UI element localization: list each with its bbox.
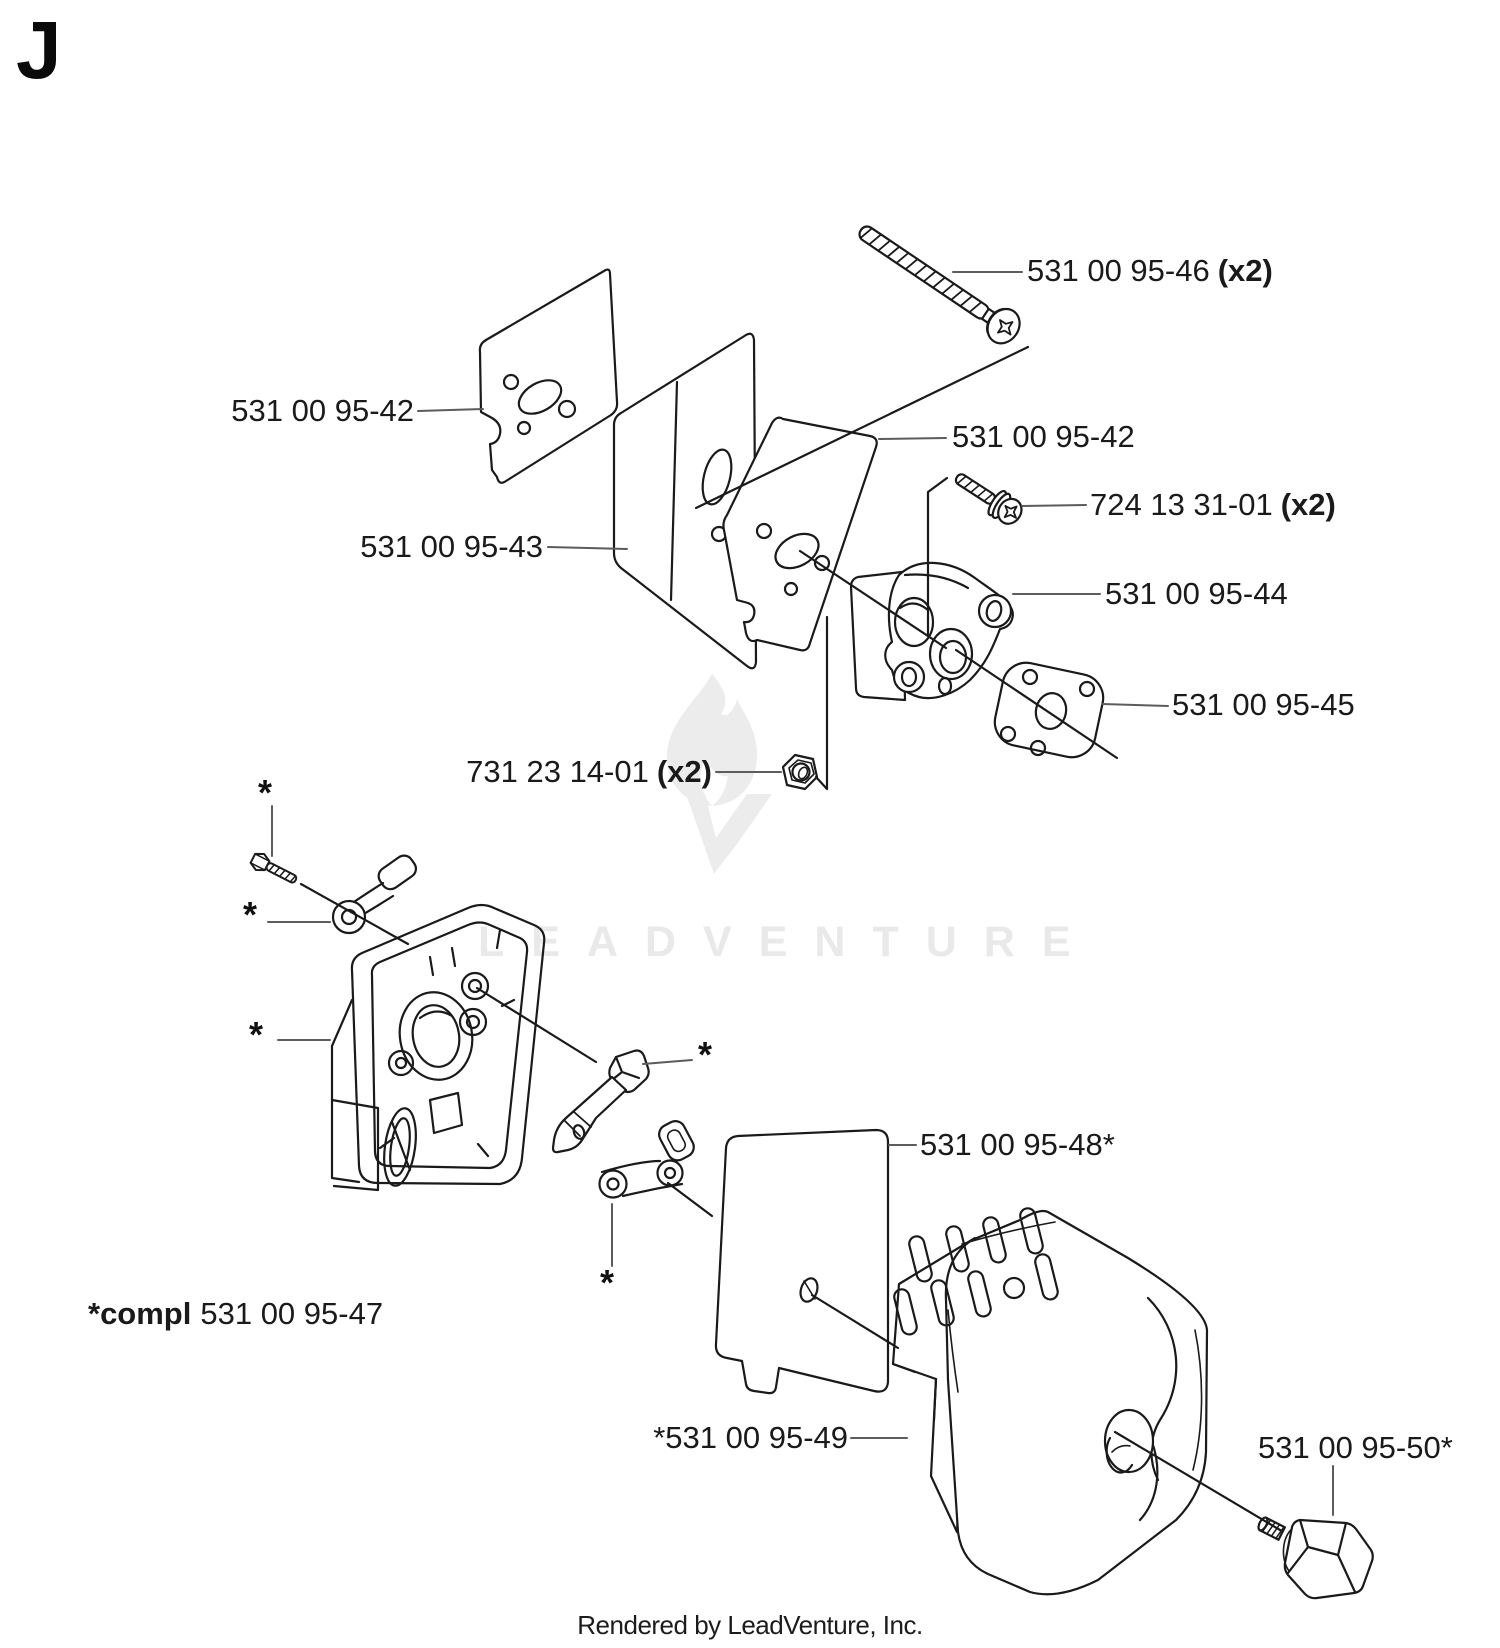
part-number: 531 00 95-45 bbox=[1172, 687, 1355, 722]
part-air-filter bbox=[714, 1128, 890, 1395]
part-number: 531 00 95-44 bbox=[1105, 576, 1288, 611]
callout-knob: 531 00 95-50* bbox=[1258, 1431, 1453, 1465]
leadventure-watermark-text: LEADVENTURE bbox=[478, 918, 1098, 966]
part-carb-spacer bbox=[849, 561, 1014, 702]
callout-spacer: 531 00 95-44 bbox=[1105, 577, 1288, 611]
part-intake-gasket-left bbox=[478, 268, 619, 484]
leader-lines bbox=[267, 271, 1334, 1516]
part-number: 531 00 95-42 bbox=[952, 419, 1135, 454]
asterisk-marker: * bbox=[243, 894, 258, 935]
callout-carb-gasket: 531 00 95-45 bbox=[1172, 688, 1355, 722]
callout-muffler-cover: *531 00 95-49 bbox=[653, 1421, 848, 1455]
section-letter: J bbox=[16, 5, 62, 96]
part-number: 531 00 95-50* bbox=[1258, 1430, 1453, 1465]
callout-gasket-right: 531 00 95-42 bbox=[952, 420, 1135, 454]
callout-gasket-left: 531 00 95-42 bbox=[231, 394, 414, 428]
part-choke-rod bbox=[551, 1049, 650, 1154]
rendered-by-credit: Rendered by LeadVenture, Inc. bbox=[577, 1610, 923, 1640]
asterisk-marker: * bbox=[249, 1014, 264, 1055]
part-clamp-bracket bbox=[598, 1120, 695, 1199]
long-screw bbox=[858, 225, 1021, 345]
part-number: 531 00 95-42 bbox=[231, 393, 414, 428]
asterisk-marker: * bbox=[698, 1034, 713, 1075]
compl-prefix: *compl bbox=[88, 1296, 192, 1331]
part-number: 531 00 95-46 bbox=[1027, 253, 1210, 288]
callout-long-screw: 531 00 95-46(x2) bbox=[1027, 254, 1273, 288]
part-nut bbox=[781, 753, 819, 791]
callout-heat-shield: 531 00 95-43 bbox=[360, 530, 543, 564]
part-knob bbox=[1257, 1516, 1374, 1600]
part-qty: (x2) bbox=[1217, 253, 1273, 288]
part-heat-shield bbox=[612, 332, 758, 670]
part-number: *531 00 95-49 bbox=[653, 1420, 848, 1455]
part-air-filter-housing bbox=[330, 903, 546, 1192]
callout-small-screw: 724 13 31-01(x2) bbox=[1090, 488, 1336, 522]
part-choke-lever bbox=[331, 854, 418, 935]
part-number: 724 13 31-01 bbox=[1090, 487, 1273, 522]
air-filter-screw bbox=[249, 852, 298, 884]
part-number: 531 00 95-48* bbox=[920, 1127, 1115, 1162]
part-muffler-cover bbox=[891, 1207, 1209, 1596]
part-qty: (x2) bbox=[656, 754, 712, 789]
part-number: 531 00 95-47 bbox=[200, 1296, 384, 1331]
asterisk-marker: * bbox=[600, 1262, 615, 1303]
part-qty: (x2) bbox=[1280, 487, 1336, 522]
asterisk-marker: * bbox=[258, 772, 273, 813]
part-number: 531 00 95-43 bbox=[360, 529, 543, 564]
part-carb-gasket bbox=[993, 661, 1105, 759]
part-number: 731 23 14-01 bbox=[466, 754, 649, 789]
callout-nut: 731 23 14-01(x2) bbox=[466, 755, 712, 789]
assembly-lines bbox=[299, 345, 1282, 1532]
small-screw bbox=[954, 473, 1023, 525]
callout-air-filter: 531 00 95-48* bbox=[920, 1128, 1115, 1162]
